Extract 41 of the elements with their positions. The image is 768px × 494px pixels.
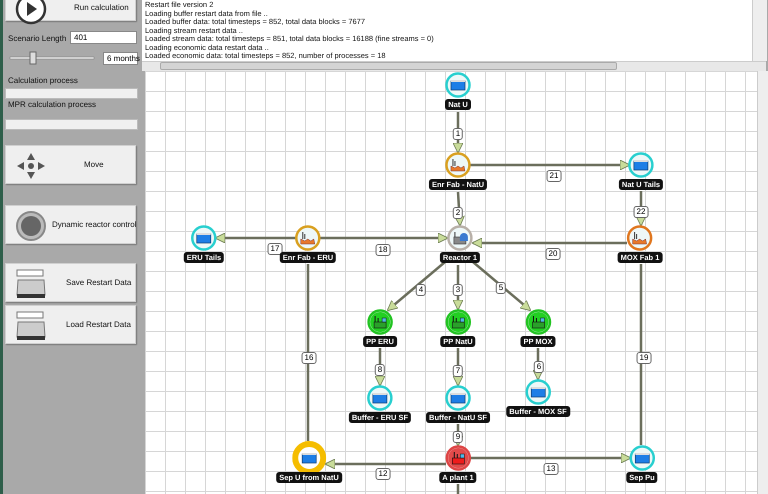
arrow bbox=[452, 348, 464, 386]
edge-label: 2 bbox=[452, 207, 464, 219]
field-label: Scenario Length bbox=[8, 34, 66, 43]
data-button: Save Restart Data bbox=[5, 263, 136, 302]
edge-label: 16 bbox=[302, 352, 316, 364]
connector-line bbox=[456, 484, 460, 494]
control-button: Dynamic reactor control bbox=[5, 205, 136, 244]
edge-label: 17 bbox=[268, 243, 282, 255]
arrow bbox=[324, 458, 446, 470]
arrow bbox=[320, 232, 448, 244]
connector-line bbox=[306, 264, 310, 441]
edge-label: 13 bbox=[544, 463, 558, 475]
arrow bbox=[470, 160, 630, 170]
input-field: 401 bbox=[70, 31, 137, 44]
field-label: Calculation process bbox=[8, 76, 78, 85]
edge-label: 3 bbox=[452, 284, 464, 296]
arrow bbox=[472, 238, 627, 248]
edge-label: 18 bbox=[376, 244, 390, 256]
arrow bbox=[214, 232, 296, 244]
arrow bbox=[636, 191, 646, 226]
arrow bbox=[386, 261, 446, 312]
edge-label: 1 bbox=[452, 128, 464, 140]
connector-line bbox=[640, 264, 642, 445]
edge-label: 12 bbox=[376, 468, 390, 480]
move-button: Move bbox=[5, 145, 136, 184]
field-label: MPR calculation process bbox=[8, 100, 96, 109]
input-field: 6 months bbox=[103, 52, 138, 65]
arrow bbox=[472, 261, 532, 312]
edge-label: 21 bbox=[546, 170, 562, 182]
edge-label: 5 bbox=[496, 282, 506, 294]
edge-label: 20 bbox=[546, 248, 560, 260]
edge-label: 19 bbox=[636, 352, 652, 364]
arrow bbox=[470, 452, 632, 464]
edge-label: 9 bbox=[452, 431, 464, 443]
arrow bbox=[452, 265, 464, 310]
edge-label: 8 bbox=[374, 364, 386, 376]
edge-label: 4 bbox=[416, 284, 426, 296]
edge-label: 6 bbox=[534, 361, 544, 373]
data-button: Load Restart Data bbox=[5, 305, 136, 344]
edge-label: 22 bbox=[634, 206, 648, 218]
edge-label: 7 bbox=[452, 365, 464, 377]
